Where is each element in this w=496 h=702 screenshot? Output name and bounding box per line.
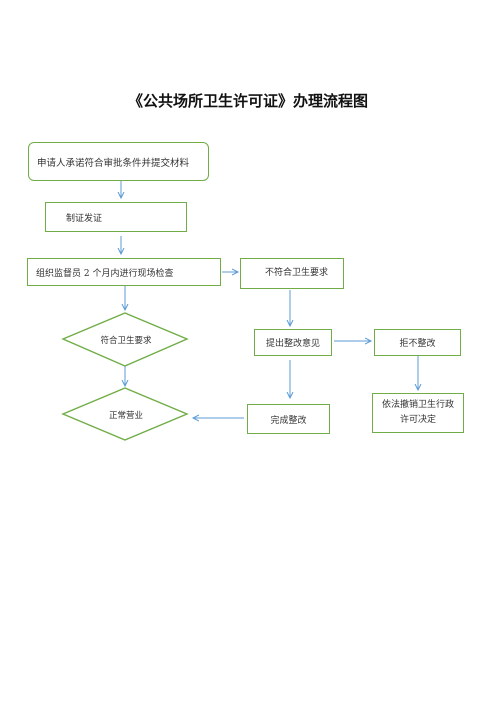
node-pass-label: 符合卫生要求 — [100, 336, 152, 346]
node-apply: 申请人承诺符合审批条件并提交材料 — [28, 142, 209, 181]
node-done-label: 完成整改 — [270, 415, 307, 426]
node-rectify-opinion-label: 提出整改意见 — [265, 339, 320, 349]
node-normal-label: 正常营业 — [108, 411, 143, 421]
decision-normal-shape — [61, 387, 189, 441]
node-inspect: 组织监督员 2 个月内进行现场检查 — [27, 258, 221, 286]
node-fail: 不符合卫生要求 — [240, 258, 344, 289]
node-revoke: 依法撤销卫生行政许可决定 — [372, 393, 464, 433]
node-refuse: 拒不整改 — [374, 329, 461, 356]
node-apply-label: 申请人承诺符合审批条件并提交材料 — [37, 157, 190, 169]
node-done: 完成整改 — [247, 404, 330, 434]
node-issue: 制证发证 — [45, 202, 187, 232]
node-rectify-opinion: 提出整改意见 — [254, 329, 332, 356]
node-issue-label: 制证发证 — [66, 213, 103, 224]
page-title: 《公共场所卫生许可证》办理流程图 — [127, 92, 368, 110]
node-inspect-label: 组织监督员 2 个月内进行现场检查 — [36, 268, 174, 279]
node-fail-label: 不符合卫生要求 — [265, 268, 329, 278]
node-refuse-label: 拒不整改 — [399, 339, 436, 349]
node-revoke-label: 依法撤销卫生行政许可决定 — [381, 400, 454, 425]
